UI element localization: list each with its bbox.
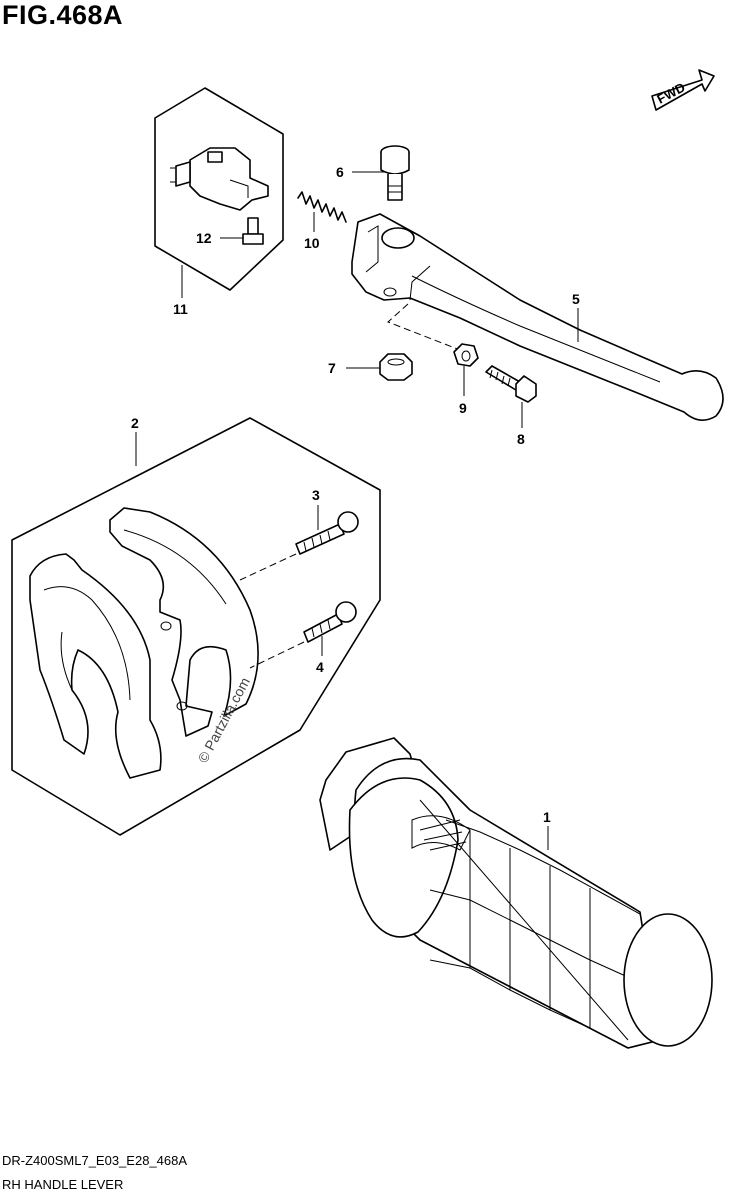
figure-name: RH HANDLE LEVER	[2, 1177, 124, 1192]
screw-4-icon[interactable]	[303, 601, 357, 643]
callout-11: 11	[173, 301, 188, 317]
callout-9: 9	[459, 400, 467, 416]
callout-2: 2	[131, 415, 139, 431]
figure-title: FIG.468A	[2, 0, 124, 30]
brake-lever-icon[interactable]	[351, 213, 724, 421]
callout-8: 8	[517, 431, 525, 447]
fwd-arrow-icon: FWD	[651, 69, 715, 111]
spring-icon[interactable]	[297, 191, 347, 223]
bolt-icon[interactable]	[485, 365, 537, 403]
holder-upper-icon[interactable]	[109, 507, 259, 737]
brake-light-switch-icon[interactable]	[170, 147, 269, 211]
callout-7: 7	[328, 360, 336, 376]
callout-5: 5	[572, 291, 580, 307]
holder-assembly-box	[11, 417, 381, 836]
handle-grip-icon[interactable]	[319, 737, 713, 1049]
callout-1: 1	[543, 809, 551, 825]
holder-lower-icon[interactable]	[29, 553, 162, 779]
figure-model-code: DR-Z400SML7_E03_E28_468A	[2, 1153, 188, 1168]
switch-assembly-box	[154, 87, 284, 291]
nut-icon[interactable]	[453, 343, 479, 367]
cap-nut-icon[interactable]	[379, 353, 413, 381]
callout-4: 4	[316, 659, 324, 675]
callout-3: 3	[312, 487, 320, 503]
screw-3-icon[interactable]	[295, 511, 359, 555]
callout-10: 10	[304, 235, 320, 251]
callout-12: 12	[196, 230, 212, 246]
switch-screw-icon[interactable]	[242, 217, 264, 245]
fwd-label: FWD	[654, 80, 687, 107]
pivot-bolt-icon[interactable]	[380, 145, 410, 201]
callout-6: 6	[336, 164, 344, 180]
